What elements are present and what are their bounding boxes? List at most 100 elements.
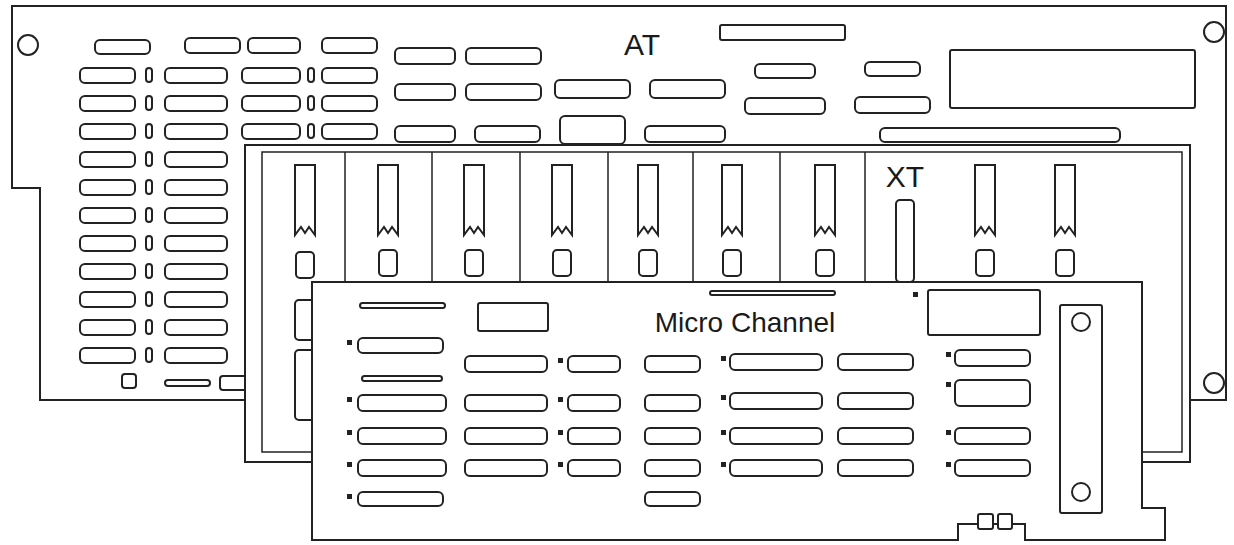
- capacitor: [146, 292, 152, 306]
- chip: [645, 395, 700, 411]
- pin-one-dot: [558, 430, 563, 435]
- chip: [395, 84, 455, 100]
- pin-one-dot: [721, 462, 726, 467]
- memory-chip: [464, 165, 484, 235]
- thin-component: [710, 291, 835, 295]
- chip: [248, 38, 300, 53]
- mounting-hole: [1204, 373, 1224, 393]
- chip: [838, 460, 913, 476]
- capacitor: [146, 124, 152, 138]
- chip: [465, 460, 547, 476]
- chip: [358, 492, 443, 506]
- capacitor: [146, 348, 152, 362]
- chip: [865, 62, 920, 76]
- chip: [838, 428, 913, 444]
- expansion-card-node: Micro Channel: [649, 305, 842, 342]
- expansion-card-node: XT: [880, 157, 930, 196]
- chip: [80, 292, 135, 307]
- component: [165, 380, 210, 386]
- memory-chip: [378, 165, 398, 235]
- chip: [165, 68, 227, 83]
- chip: [165, 292, 227, 307]
- chip: [755, 64, 815, 78]
- chip: [976, 250, 994, 276]
- pin-one-dot: [347, 397, 352, 402]
- capacitor: [146, 68, 152, 82]
- chip: [466, 48, 541, 64]
- chip: [80, 68, 135, 83]
- capacitor: [146, 96, 152, 110]
- chip: [242, 68, 300, 83]
- memory-chip: [975, 165, 995, 235]
- chip: [730, 428, 822, 444]
- chip: [730, 354, 822, 370]
- chip: [296, 252, 314, 278]
- pin-one-dot: [946, 352, 951, 357]
- chip: [838, 393, 913, 409]
- pin-one-dot: [913, 292, 918, 297]
- pin-one-dot: [558, 397, 563, 402]
- chip: [645, 126, 725, 142]
- chip: [639, 250, 657, 276]
- capacitor: [146, 264, 152, 278]
- chip: [80, 124, 135, 139]
- chip: [395, 126, 455, 142]
- chip: [855, 97, 930, 113]
- chip: [730, 393, 822, 409]
- memory-chip: [722, 165, 742, 235]
- card-outline: [312, 282, 1165, 540]
- chip: [465, 395, 547, 411]
- chip: [465, 250, 483, 276]
- chip: [645, 460, 700, 476]
- chip: [80, 348, 135, 363]
- capacitor: [146, 180, 152, 194]
- thin-component: [362, 376, 442, 381]
- bracket-screw: [1072, 483, 1090, 501]
- chip: [723, 250, 741, 276]
- mounting-hole: [18, 35, 38, 55]
- chip: [165, 348, 227, 363]
- chip: [560, 116, 625, 144]
- chip: [80, 264, 135, 279]
- chip: [358, 395, 446, 411]
- memory-chip: [638, 165, 658, 235]
- chip: [478, 303, 548, 331]
- micro-channel-card: [312, 282, 1165, 540]
- component: [978, 514, 993, 529]
- chip: [242, 124, 300, 139]
- chip: [555, 80, 630, 98]
- chip: [165, 320, 227, 335]
- chip: [80, 152, 135, 167]
- pin-one-dot: [558, 358, 563, 363]
- pin-one-dot: [347, 340, 352, 345]
- chip: [568, 356, 620, 372]
- chip: [185, 38, 240, 53]
- thin-component: [360, 303, 445, 308]
- pin-one-dot: [347, 430, 352, 435]
- chip: [322, 38, 377, 53]
- mounting-hole: [1204, 22, 1224, 42]
- chip: [80, 96, 135, 111]
- large-chip: [950, 50, 1195, 108]
- chip: [358, 460, 446, 476]
- chip: [955, 380, 1030, 406]
- chip: [358, 338, 443, 353]
- pin-one-dot: [721, 356, 726, 361]
- chip: [955, 428, 1030, 444]
- component: [998, 514, 1012, 529]
- mounting-bracket: [1060, 305, 1102, 513]
- chip: [322, 96, 377, 111]
- chip: [955, 460, 1030, 476]
- capacitor: [146, 320, 152, 334]
- chip: [645, 356, 700, 372]
- chip: [838, 354, 913, 370]
- chip: [465, 356, 547, 372]
- chip: [720, 25, 845, 40]
- chip: [322, 68, 377, 83]
- chip: [730, 460, 822, 476]
- chip: [816, 250, 834, 276]
- capacitor: [308, 96, 314, 110]
- memory-chip: [552, 165, 572, 235]
- chip: [165, 96, 227, 111]
- chip: [745, 98, 825, 114]
